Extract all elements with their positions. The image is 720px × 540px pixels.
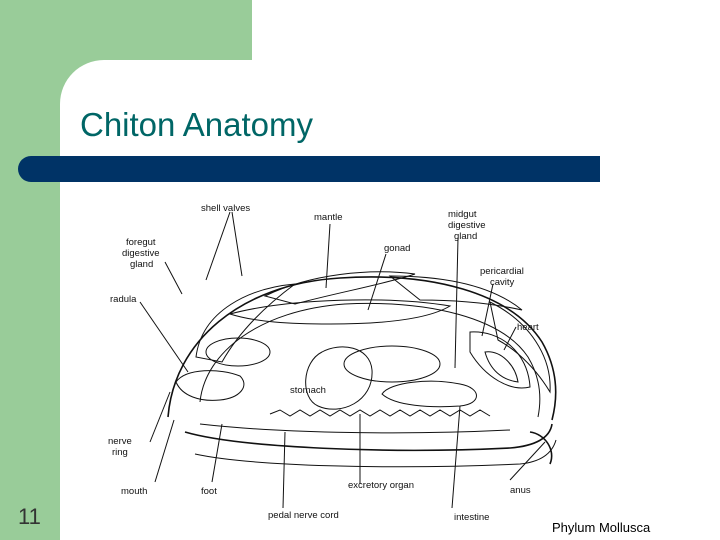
mantle-line (199, 302, 541, 418)
label-gonad: gonad (384, 243, 410, 254)
shell-valve (195, 283, 297, 363)
footer-text: Phylum Mollusca (552, 520, 651, 535)
label-pericardial-2: cavity (490, 277, 515, 288)
slide-number: 11 (18, 504, 41, 529)
label-foot: foot (201, 486, 217, 497)
label-foregut-3: gland (130, 259, 153, 270)
chiton-anatomy-diagram: shell valves mantle midgut digestive gla… (108, 203, 557, 523)
foot (184, 423, 553, 452)
shell-valve (489, 301, 551, 394)
label-pericardial-1: pericardial (480, 266, 524, 277)
gonad (228, 299, 452, 325)
heart (484, 351, 519, 383)
label-anus: anus (510, 485, 531, 496)
label-heart: heart (517, 322, 539, 333)
slide-title: Chiton Anatomy (80, 106, 313, 143)
label-midgut-2: digestive (448, 220, 486, 231)
shell-valve (388, 275, 523, 311)
radula-organ (175, 370, 245, 401)
label-pedal-nerve-cord: pedal nerve cord (268, 510, 339, 521)
label-radula: radula (110, 294, 137, 305)
label-stomach: stomach (290, 385, 326, 396)
shell-valve (263, 271, 416, 305)
title-underline-bar (18, 156, 600, 182)
label-midgut-1: midgut (448, 209, 477, 220)
stomach (305, 346, 373, 410)
label-nerve-2: ring (112, 447, 128, 458)
pedal-nerve-cord (199, 423, 511, 434)
anus-region (529, 431, 553, 465)
foregut-gland (205, 337, 271, 367)
label-mouth: mouth (121, 486, 147, 497)
label-excretory-organ: excretory organ (348, 480, 414, 491)
label-midgut-3: gland (454, 231, 477, 242)
leader-lines (139, 211, 546, 509)
foot-sole (194, 439, 557, 468)
label-nerve-1: nerve (108, 436, 132, 447)
label-intestine: intestine (454, 512, 489, 523)
shell-outline (167, 276, 557, 421)
label-foregut-2: digestive (122, 248, 160, 259)
label-foregut-1: foregut (126, 237, 156, 248)
label-mantle: mantle (314, 212, 343, 223)
excretory-organ (269, 409, 491, 417)
label-shell-valves: shell valves (201, 203, 250, 214)
intestine (381, 380, 477, 408)
pericardial-cavity (469, 331, 531, 389)
midgut-gland (343, 345, 441, 383)
